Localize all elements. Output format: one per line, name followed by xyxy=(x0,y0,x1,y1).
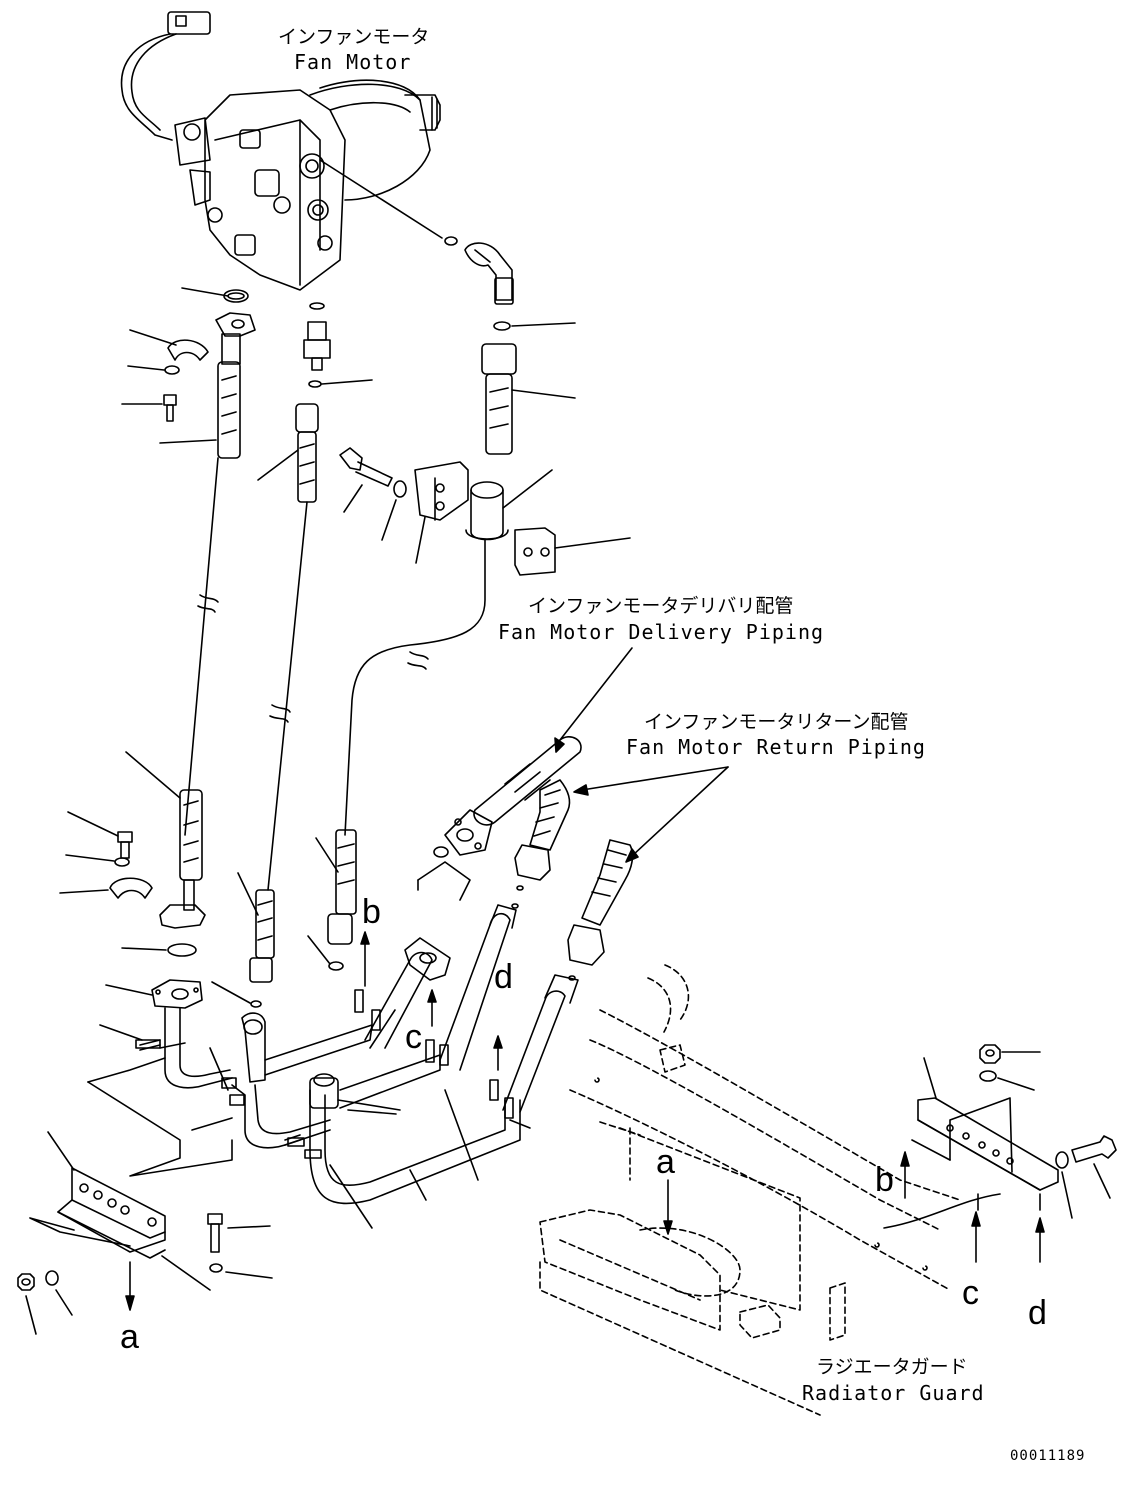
radiator-guard xyxy=(540,965,960,1415)
bolts-right xyxy=(980,1045,1116,1218)
bolts-bottom-left xyxy=(18,1214,272,1334)
arrow-a-right xyxy=(664,1180,672,1234)
fan-motor xyxy=(122,12,440,290)
ref-b-left: b xyxy=(362,893,381,931)
fan-motor-label-jp: インファンモータ xyxy=(278,26,430,48)
delivery-piping-hose xyxy=(434,737,581,857)
ref-a-right: a xyxy=(656,1143,675,1181)
bracket-left xyxy=(30,1132,210,1310)
delivery-piping-label-en: Fan Motor Delivery Piping xyxy=(498,620,825,644)
fan-motor-label-en: Fan Motor xyxy=(294,50,412,74)
ref-a-left: a xyxy=(120,1318,139,1356)
bracket-right xyxy=(884,1058,1058,1262)
middle-hose-assembly xyxy=(212,303,372,1007)
left-hose-assembly xyxy=(60,288,255,956)
label-leaders xyxy=(555,648,728,862)
return-piping-label-jp: インファンモータリターン配管 xyxy=(644,711,909,733)
tube-assembly xyxy=(88,862,578,1228)
delivery-piping-label-jp: インファンモータデリバリ配管 xyxy=(528,595,794,617)
elbow-fitting xyxy=(465,243,513,304)
right-hose-assembly xyxy=(308,322,630,970)
ref-d-right: d xyxy=(1028,1294,1047,1332)
reference-arrows xyxy=(361,932,502,1070)
clamp-set-middle xyxy=(340,448,468,563)
ref-d-left: d xyxy=(494,958,513,996)
radiator-guard-label-jp: ラジエータガード xyxy=(816,1356,968,1378)
ref-b-right: b xyxy=(875,1161,894,1199)
drawing-number: 00011189 xyxy=(1010,1448,1086,1464)
radiator-guard-label-en: Radiator Guard xyxy=(802,1381,985,1405)
return-piping-hoses xyxy=(512,780,632,980)
ref-c-left: c xyxy=(405,1018,422,1056)
return-piping-label-en: Fan Motor Return Piping xyxy=(626,735,926,759)
ref-c-right: c xyxy=(962,1274,979,1312)
